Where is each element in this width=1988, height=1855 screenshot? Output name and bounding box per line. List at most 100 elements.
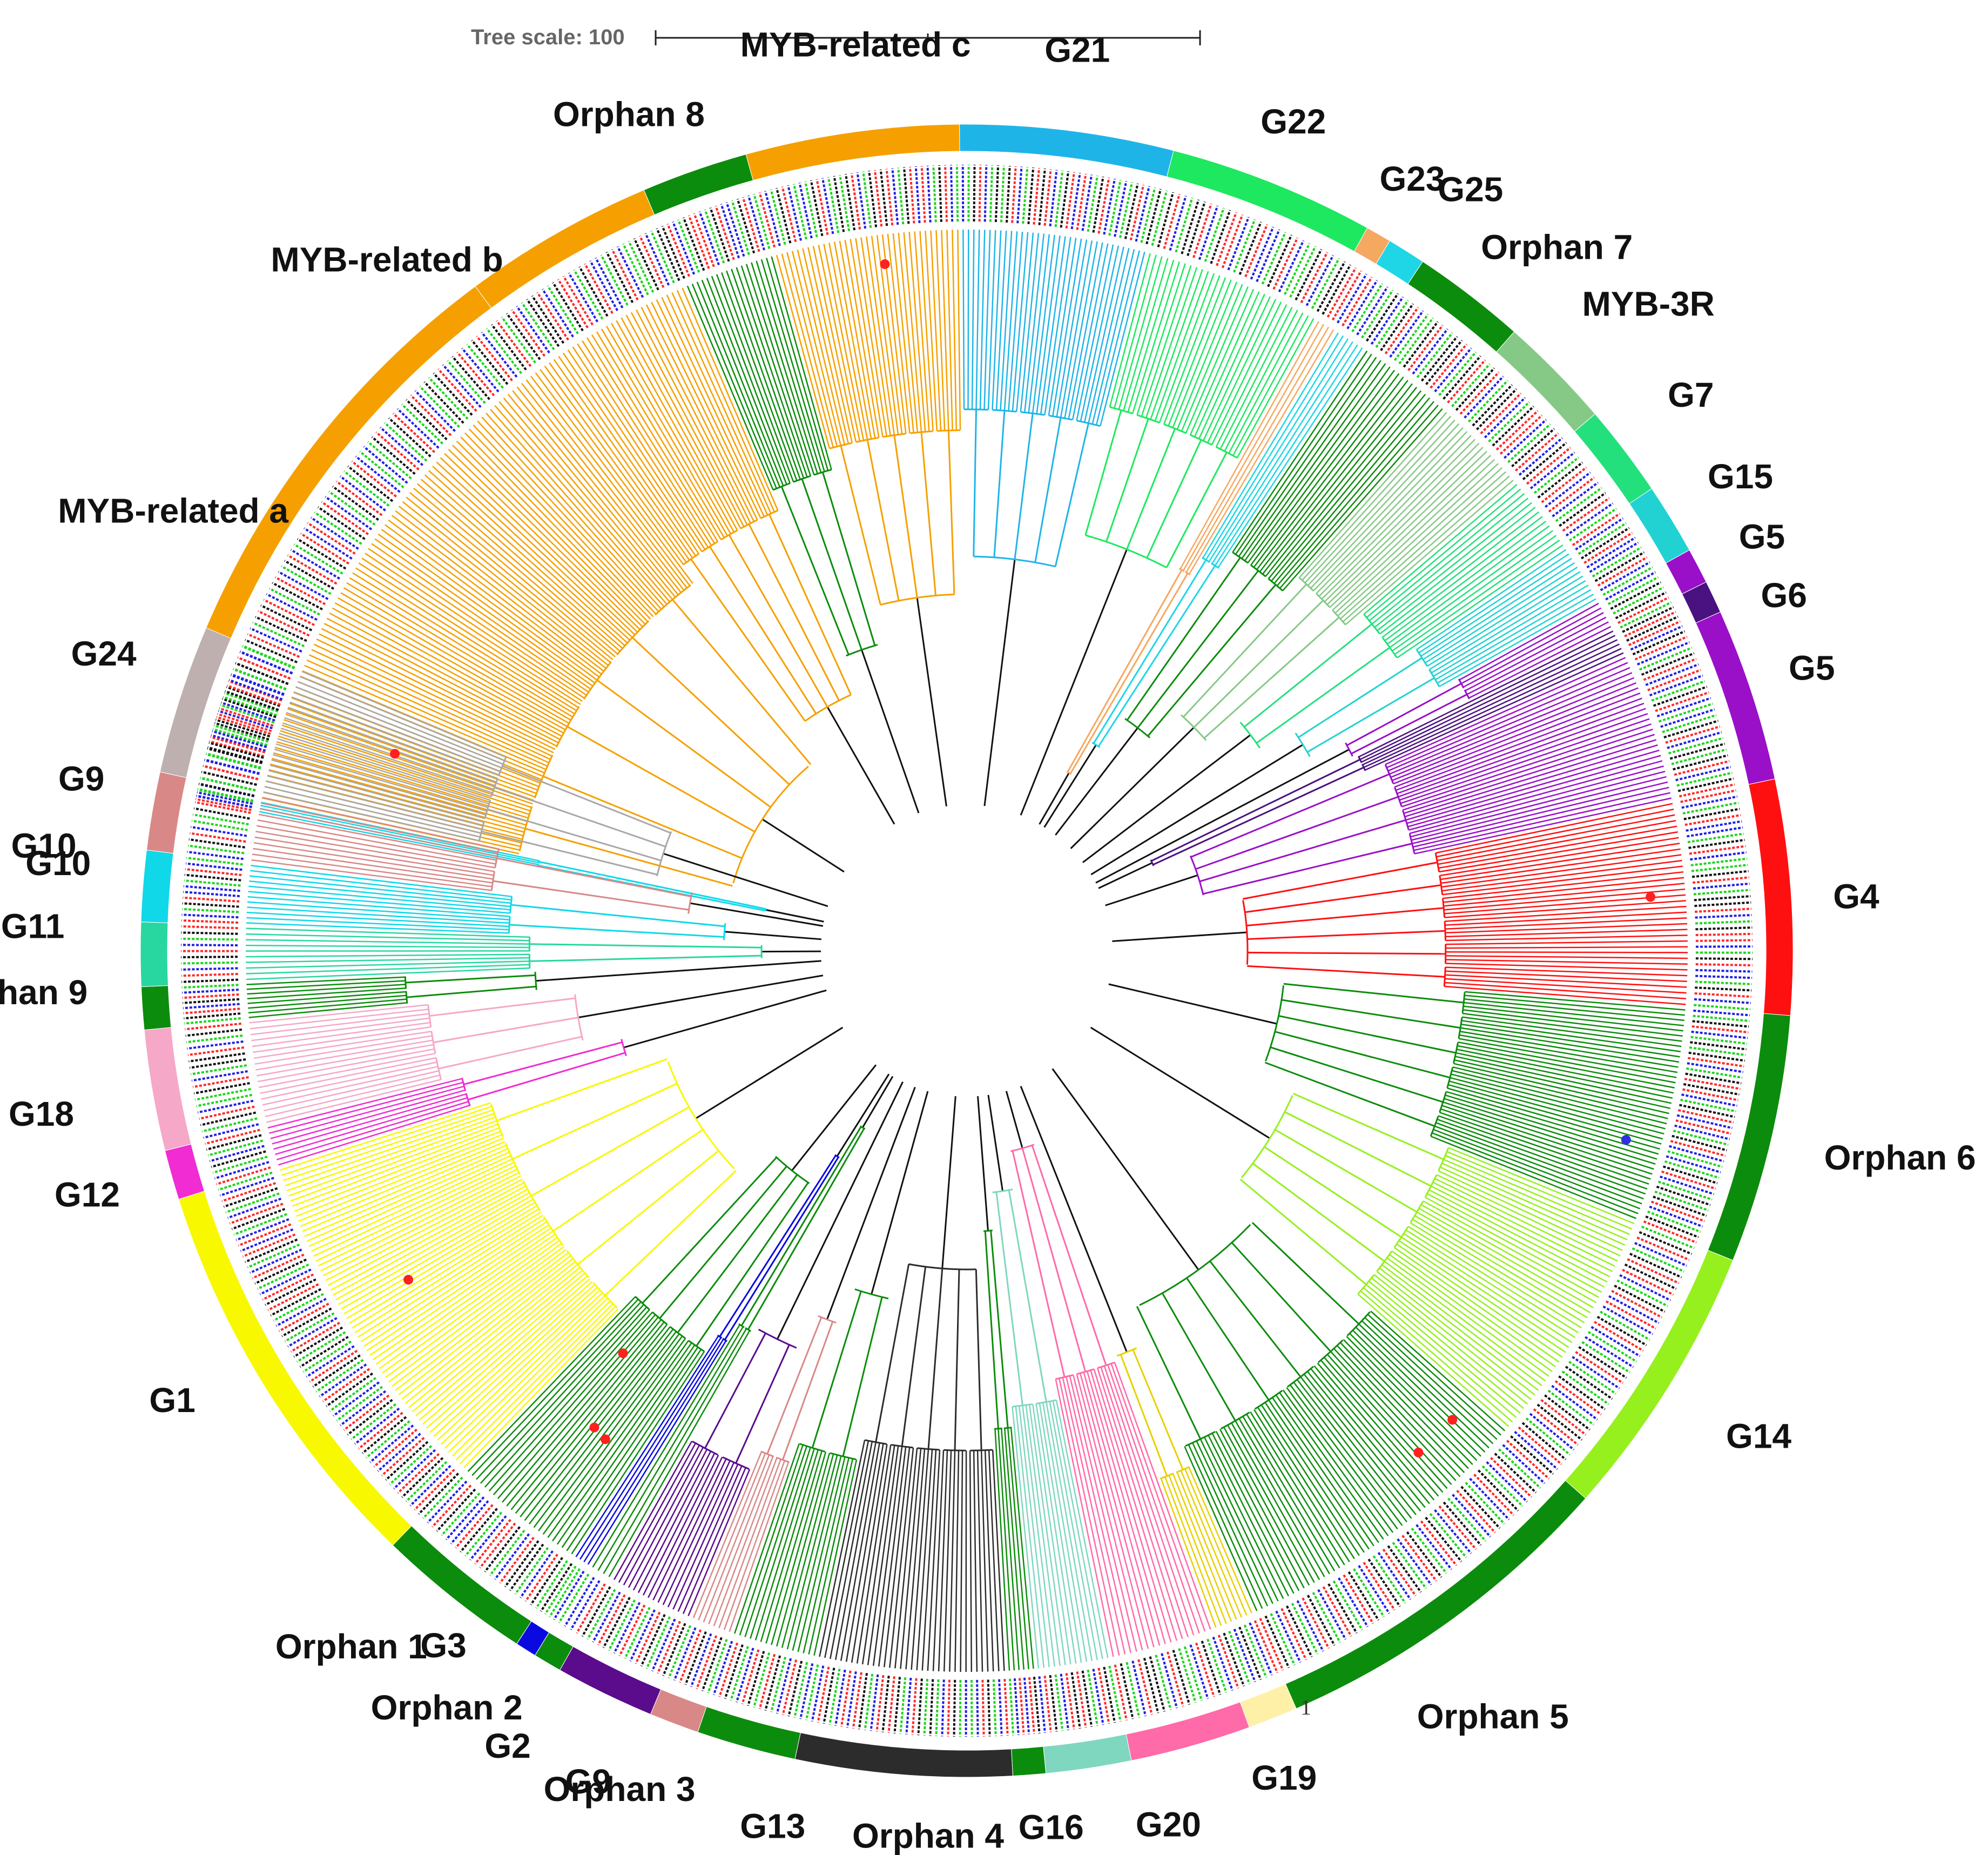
leaf-branch xyxy=(248,885,511,911)
clade-arc-level1 xyxy=(1189,855,1204,896)
leaf-branch xyxy=(786,252,838,447)
clade-arc-level1 xyxy=(1066,770,1072,775)
leaf-branch xyxy=(1189,288,1255,435)
leaf-branch xyxy=(358,1218,545,1338)
leaf-branch xyxy=(792,1455,842,1651)
leaf-branch xyxy=(484,1306,648,1488)
leaf-branch xyxy=(279,732,491,801)
leaf-branch xyxy=(938,1450,948,1672)
leaf-label-stub xyxy=(369,1424,414,1463)
leaf-branch xyxy=(911,1449,929,1670)
ring-segment-orphan-5-19 xyxy=(1285,1480,1586,1709)
leaf-branch xyxy=(388,1249,567,1383)
leaf-label-stub xyxy=(1361,290,1394,339)
leaf-label-stub xyxy=(787,1661,803,1717)
leaf-label-stub xyxy=(224,691,279,713)
leaf-branch xyxy=(711,275,791,483)
leaf-label-stub xyxy=(1033,168,1041,225)
leaf-branch xyxy=(706,278,787,485)
clade-arc-level1 xyxy=(1085,534,1167,569)
leaf-label-stub xyxy=(396,408,440,449)
leaf-branch xyxy=(436,461,631,641)
leaf-label-stub xyxy=(672,221,696,275)
leaf-branch xyxy=(1440,1166,1623,1251)
leaf-label-stub xyxy=(1447,359,1486,404)
leaf-label-stub xyxy=(1243,1624,1268,1678)
leaf-branch xyxy=(284,717,494,790)
sub-branch xyxy=(1293,1093,1444,1160)
leaf-label-stub xyxy=(247,1244,300,1269)
leaf-label-stub xyxy=(437,368,477,412)
sub-branch xyxy=(1247,965,1445,978)
stem-branch xyxy=(1105,874,1198,906)
clade-g19-20 xyxy=(1020,1086,1252,1628)
leaf-label-stub xyxy=(1434,1509,1472,1554)
leaf-branch xyxy=(253,842,494,880)
leaf-label-stub xyxy=(1695,926,1753,931)
leaf-label-stub xyxy=(204,759,260,775)
leaf-label-stub xyxy=(1562,497,1610,532)
sub-branch xyxy=(1278,1015,1457,1054)
leaf-label-stub xyxy=(205,1128,260,1145)
leaf-label-stub xyxy=(1691,864,1748,872)
sub-branch xyxy=(496,1058,668,1121)
leaf-branch xyxy=(297,681,504,765)
leaf-branch xyxy=(856,1444,892,1664)
leaf-branch xyxy=(1020,233,1040,412)
leaf-branch xyxy=(306,660,548,767)
leaf-branch xyxy=(1445,929,1688,938)
leaf-branch xyxy=(1446,1151,1633,1230)
leaf-label-stub xyxy=(196,795,252,809)
leaf-label-stub xyxy=(218,1171,273,1191)
ring-segment-g14-18 xyxy=(1565,1249,1734,1499)
leaf-label-stub xyxy=(1693,882,1750,890)
leaf-label-stub xyxy=(1343,1574,1374,1624)
leaf-branch xyxy=(1386,662,1628,769)
leaf-label-stub xyxy=(1451,363,1491,407)
leaf-label-stub xyxy=(1624,610,1676,637)
leaf-label-stub xyxy=(668,1625,691,1679)
leaf-branch xyxy=(1363,648,1622,768)
leaf-label-stub xyxy=(455,1504,494,1549)
leaf-branch xyxy=(1110,1363,1206,1632)
leaf-branch xyxy=(275,1097,468,1155)
leaf-branch xyxy=(1003,231,1018,411)
leaf-branch xyxy=(1445,974,1687,988)
group-label-g2-27: G2 xyxy=(484,1726,530,1765)
leaf-branch xyxy=(1393,687,1639,785)
leaf-branch xyxy=(813,1459,858,1656)
leaf-branch xyxy=(1437,593,1594,684)
leaf-branch xyxy=(360,1221,548,1342)
leaf-label-stub xyxy=(306,1345,355,1378)
leaf-label-stub xyxy=(182,902,239,908)
leaf-branch xyxy=(1445,935,1688,942)
leaf-branch xyxy=(420,479,621,652)
leaf-branch xyxy=(355,567,579,708)
leaf-label-stub xyxy=(182,993,239,999)
leaf-branch xyxy=(1400,718,1650,804)
leaf-label-stub xyxy=(776,187,792,244)
leaf-label-stub xyxy=(268,587,320,616)
sub-arc xyxy=(1384,764,1394,784)
sub-branch xyxy=(984,1231,999,1429)
leaf-branch xyxy=(616,320,735,533)
leaf-branch xyxy=(272,1089,466,1145)
leaf-branch xyxy=(871,236,899,435)
leaf-branch xyxy=(1385,657,1626,765)
leaf-label-stub xyxy=(758,1654,776,1710)
leaf-branch xyxy=(686,285,774,490)
leaf-label-stub xyxy=(662,1623,686,1676)
leaf-label-stub xyxy=(1643,657,1697,681)
leaf-branch xyxy=(437,1289,601,1441)
leaf-branch xyxy=(651,301,758,521)
leaf-branch xyxy=(927,1449,941,1671)
group-color-ring xyxy=(140,124,1794,1778)
ring-segment-orphan-6-17 xyxy=(1707,1013,1791,1261)
leaf-label-stub xyxy=(186,1034,243,1044)
leaf-branch xyxy=(1373,1274,1532,1400)
leaf-branch xyxy=(1235,1420,1325,1577)
leaf-label-stub xyxy=(181,972,238,977)
leaf-branch xyxy=(398,506,606,669)
leaf-branch xyxy=(925,231,938,431)
leaf-branch xyxy=(1352,1329,1481,1457)
